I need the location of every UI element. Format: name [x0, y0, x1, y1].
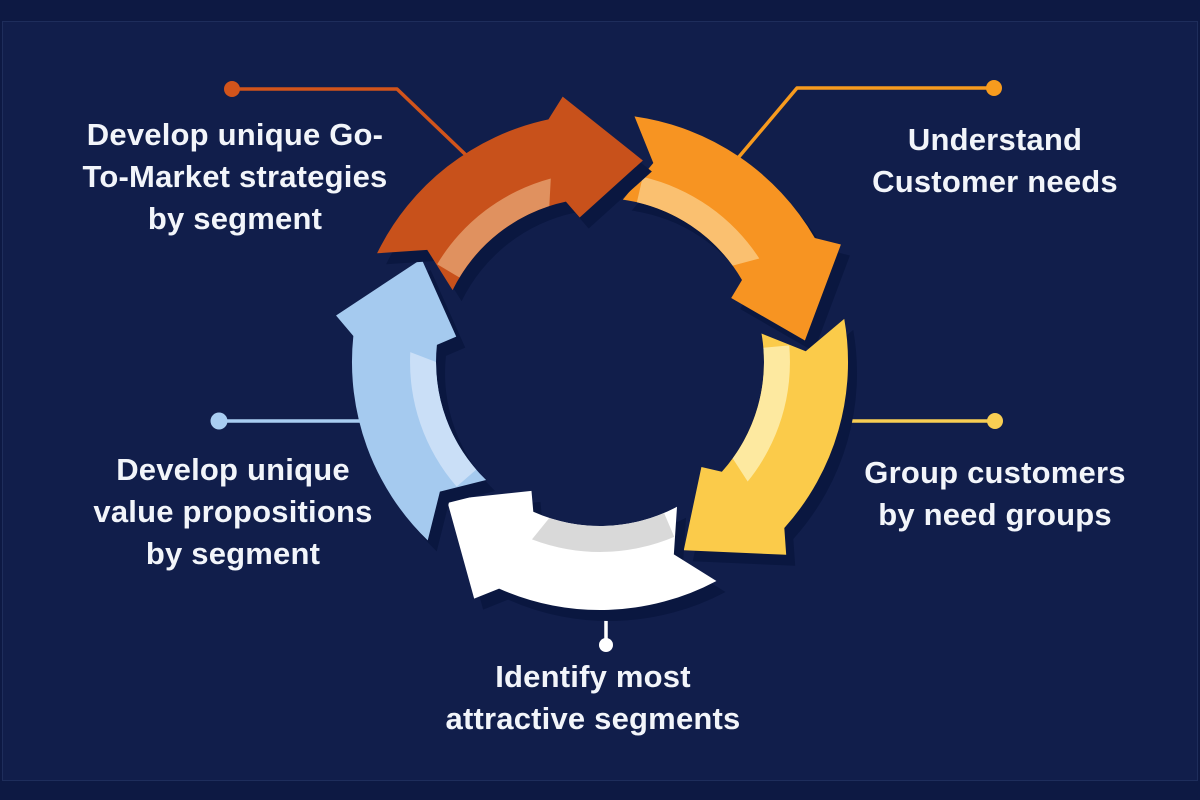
leader-develop-unique-value-propositions — [210, 412, 383, 430]
leader-dot — [210, 412, 228, 430]
leader-line — [232, 87, 492, 180]
leader-develop-go-to-market-strategies — [224, 81, 492, 180]
step-label-group-customers-by-need-groups: Group customers by need groups — [864, 455, 1126, 532]
step-label-identify-most-attractive-segments: Identify most attractive segments — [445, 659, 741, 736]
leader-dot — [599, 638, 613, 652]
step-label-develop-go-to-market-strategies: Develop unique Go- To-Market strategies … — [82, 117, 388, 236]
leader-dot — [987, 413, 1003, 429]
leader-line — [720, 86, 994, 179]
step-label-understand-customer-needs: Understand Customer needs — [872, 122, 1118, 199]
step-label-develop-unique-value-propositions: Develop unique value propositions by seg… — [93, 452, 373, 571]
leader-dot — [224, 81, 240, 97]
leader-understand-customer-needs — [720, 80, 1002, 179]
leader-dot — [986, 80, 1002, 96]
